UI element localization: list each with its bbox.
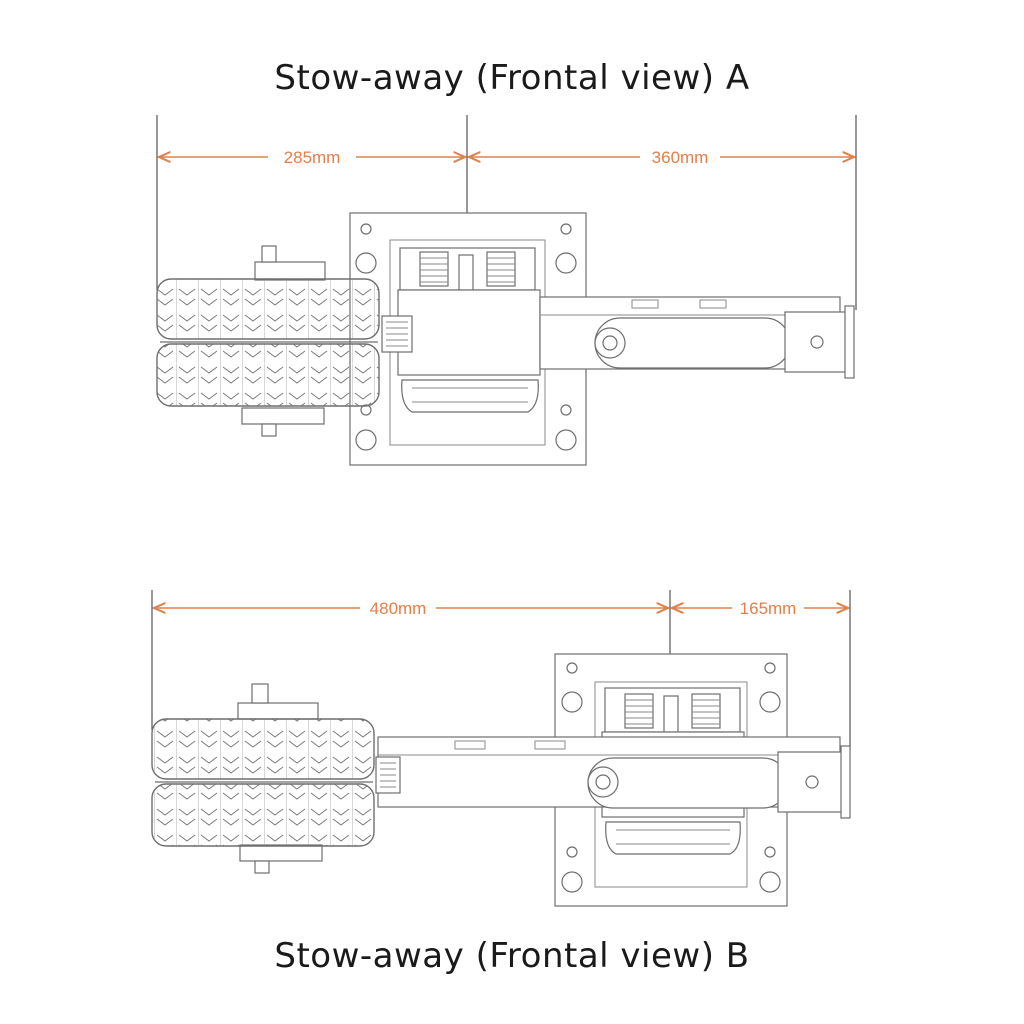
axle-bracket-bottom-b — [239, 844, 323, 862]
dim-a-left-label: 285mm — [284, 148, 341, 167]
axle-nut-bottom-a — [261, 423, 277, 437]
pivot-b — [587, 766, 619, 798]
bolt-a4 — [555, 429, 577, 451]
dim-a-right-label: 360mm — [652, 148, 709, 167]
dim-b-left-label: 480mm — [370, 599, 427, 618]
bolt-b2 — [759, 691, 781, 713]
view-a-drawing: 285mm 360mm — [156, 115, 857, 466]
spring-a1 — [419, 251, 449, 287]
axle-bracket-top-a — [254, 261, 326, 281]
handle-a — [401, 379, 539, 413]
bolt-a3 — [355, 429, 377, 451]
end-bracket-b — [777, 751, 844, 813]
wheel-a-bottom — [156, 343, 380, 407]
axle-nut-top-a — [261, 245, 277, 263]
title-view-a: Stow-away (Frontal view) A — [274, 58, 750, 98]
pivot-a — [594, 327, 626, 359]
bolt-b4 — [759, 871, 781, 893]
spring-b1 — [624, 693, 654, 729]
end-hole-b — [805, 775, 819, 789]
view-b-drawing: 480mm 165mm — [151, 590, 851, 907]
spring-a2 — [486, 251, 516, 287]
spring-b2 — [691, 693, 721, 729]
bolt-b1 — [561, 691, 583, 713]
hole-a1 — [360, 223, 372, 235]
hole-b2 — [764, 662, 776, 674]
end-cap-b — [840, 745, 851, 819]
bolt-b3 — [561, 871, 583, 893]
hole-b1 — [566, 662, 578, 674]
spring-post-b — [663, 695, 679, 733]
axle-nut-top-b — [251, 683, 269, 704]
hole-a4 — [560, 404, 572, 416]
wheel-b-bottom — [151, 783, 375, 847]
hole-b4 — [764, 846, 776, 858]
hole-a2 — [560, 223, 572, 235]
housing-a — [397, 289, 541, 376]
spring-post-a — [458, 254, 474, 291]
bolt-a2 — [555, 252, 577, 274]
end-bracket-a — [784, 311, 848, 373]
end-hole-a — [810, 335, 824, 349]
bolt-a1 — [355, 252, 377, 274]
axle-bracket-bottom-a — [241, 407, 325, 425]
dim-b-right-label: 165mm — [740, 599, 797, 618]
title-view-b: Stow-away (Frontal view) B — [274, 936, 750, 976]
wheel-b-top — [151, 718, 375, 780]
handle-b — [605, 821, 741, 855]
axle-bracket-top-b — [237, 702, 319, 720]
axle-nut-bottom-b — [254, 860, 270, 874]
end-cap-a — [844, 305, 855, 379]
wheel-a-top — [156, 278, 380, 340]
hole-b3 — [566, 846, 578, 858]
